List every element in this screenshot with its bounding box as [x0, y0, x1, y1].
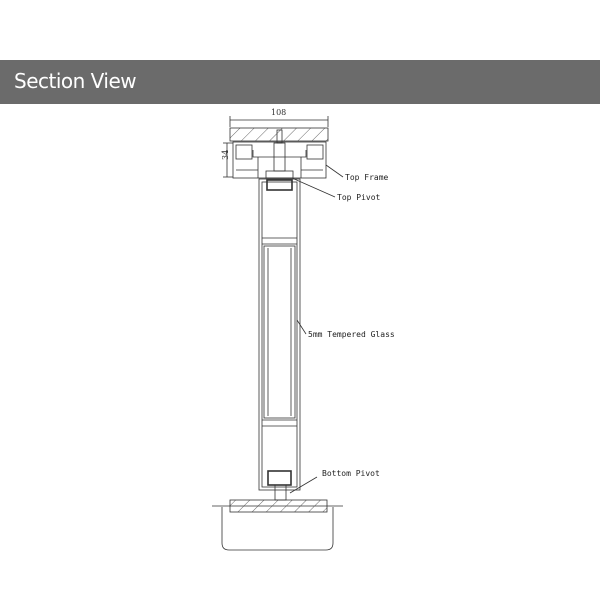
section-title: Section View	[14, 69, 137, 93]
glass-pane	[263, 245, 296, 419]
ceiling-slab	[229, 127, 329, 142]
bottom-pivot-label: Bottom Pivot	[322, 469, 380, 478]
top-frame	[232, 129, 327, 179]
top-pivot-label: Top Pivot	[337, 193, 381, 202]
door-panel	[258, 178, 301, 491]
top-frame-label: Top Frame	[345, 173, 389, 182]
width-dimension	[229, 116, 329, 127]
height-dimension-label: 34	[221, 150, 230, 160]
floor-box	[212, 499, 343, 551]
bottom-pivot-block	[267, 470, 292, 486]
glass-label: 5mm Tempered Glass	[308, 330, 395, 339]
height-dimension	[223, 142, 233, 178]
width-dimension-label: 108	[271, 108, 286, 117]
top-pivot-block	[266, 179, 293, 191]
section-header: Section View	[0, 60, 600, 104]
